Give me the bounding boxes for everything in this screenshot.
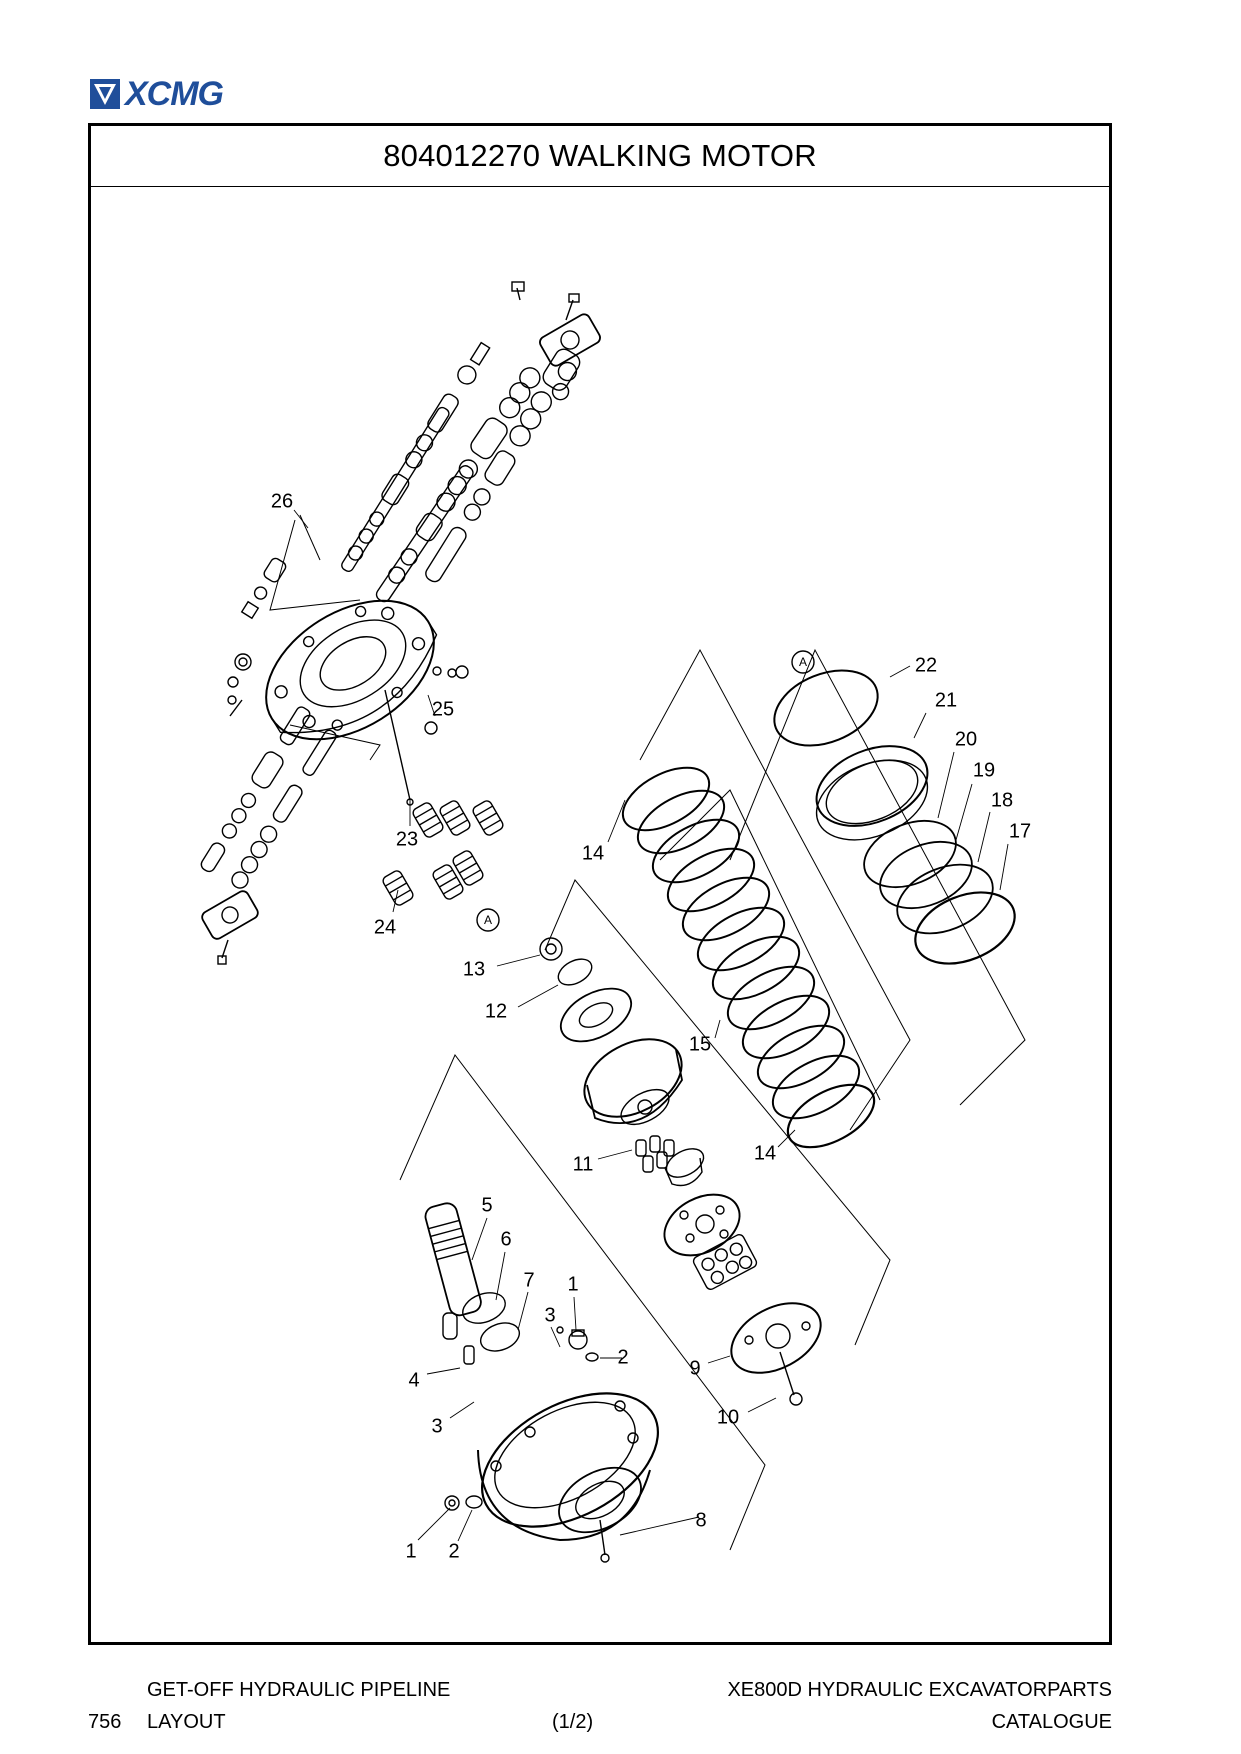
callout-label: 3 <box>544 1304 555 1326</box>
motor-housing-shaft <box>424 1202 660 1563</box>
friction-disc-stack <box>621 766 876 1149</box>
piston-set <box>635 1135 705 1187</box>
callout-label: 2 <box>617 1346 628 1368</box>
callout-label: 15 <box>689 1033 711 1055</box>
spring-set <box>382 800 504 906</box>
callout-label: 25 <box>432 698 454 720</box>
footer-left-line1: GET-OFF HYDRAULIC PIPELINE <box>147 1679 451 1701</box>
grouping-frames <box>399 648 1026 1551</box>
callout-label: 8 <box>695 1509 706 1531</box>
callout-label: 3 <box>431 1415 442 1437</box>
title-bar: 804012270 WALKING MOTOR <box>91 126 1109 187</box>
valve-cover-assembly <box>200 281 601 965</box>
xcmg-logo: XCMG <box>89 75 224 113</box>
reference-marker-label: A <box>484 913 492 927</box>
callout-label: 13 <box>463 958 485 980</box>
callout-label: 20 <box>955 728 977 750</box>
footer-left-line2: LAYOUT <box>147 1711 226 1733</box>
cylinder-block-assembly <box>539 937 683 1126</box>
callout-label: 1 <box>405 1540 416 1562</box>
footer-page-number: 756 <box>88 1711 122 1733</box>
callout-label: 1 <box>567 1273 578 1295</box>
footer-right-line2: CATALOGUE <box>991 1711 1112 1733</box>
callout-label: 26 <box>271 490 293 512</box>
callout-label: 18 <box>991 789 1013 811</box>
footer-center: (1/2) <box>552 1711 594 1733</box>
callout-label: 19 <box>973 759 995 781</box>
leader-lines <box>293 509 1009 1542</box>
callout-label: 23 <box>396 828 418 850</box>
drawing-frame: 804012270 WALKING MOTOR <box>88 123 1112 1645</box>
callout-label: 10 <box>717 1406 739 1428</box>
page-title: 804012270 WALKING MOTOR <box>383 138 817 173</box>
callout-label: 2 <box>448 1540 459 1562</box>
callout-label: 24 <box>374 916 396 938</box>
callout-label: 6 <box>500 1228 511 1250</box>
callout-label: 14 <box>582 842 604 864</box>
swash-plate <box>663 1193 822 1406</box>
callout-label: 7 <box>523 1269 534 1291</box>
callout-label: 22 <box>915 654 937 676</box>
reference-marker-a-2 <box>476 908 500 932</box>
marker-texts: AA <box>484 655 807 927</box>
callout-label: 11 <box>573 1153 594 1175</box>
callout-label: 14 <box>754 1142 776 1164</box>
reference-marker-a-1 <box>791 650 815 674</box>
callout-label: 17 <box>1009 820 1031 842</box>
reference-marker-label: A <box>799 655 807 669</box>
callout-label: 9 <box>689 1357 700 1379</box>
seal-ring-stack <box>773 669 1016 965</box>
footer-right-line1: XE800D HYDRAULIC EXCAVATORPARTS <box>727 1679 1112 1701</box>
callout-label: 5 <box>481 1194 492 1216</box>
callout-label: 12 <box>485 1000 507 1022</box>
callout-label: 21 <box>935 689 957 711</box>
xcmg-emblem-icon <box>90 79 120 109</box>
brand-name: XCMG <box>125 75 224 113</box>
callout-label: 4 <box>408 1369 419 1391</box>
